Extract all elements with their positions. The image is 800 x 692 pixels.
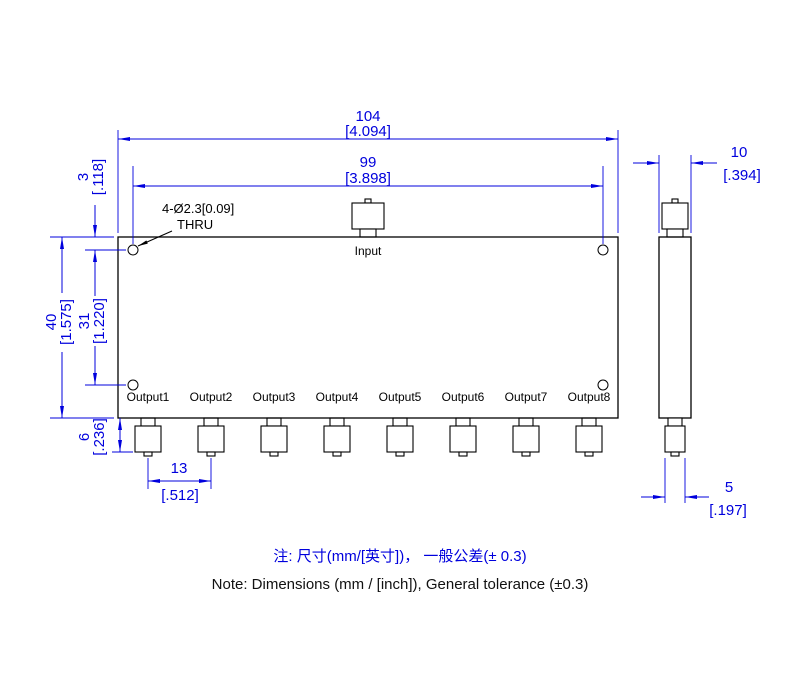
side-body: [658, 236, 692, 419]
output-label-3: Output3: [253, 390, 296, 404]
side-view: [658, 198, 692, 457]
front-body: [117, 236, 619, 419]
dim-hole-spacing-v: 31 [1.220]: [76, 250, 126, 386]
dim-body-thickness: 10 [.394]: [633, 144, 761, 233]
output-connector-5: [386, 417, 414, 457]
dim-text-inch: [.118]: [90, 159, 107, 195]
output-label-4: Output4: [316, 390, 359, 404]
output-labels: Output1 Output2 Output3 Output4 Output5 …: [127, 390, 611, 404]
mounting-hole-bottom-left: [127, 379, 139, 391]
dim-text-mm: 3: [75, 173, 92, 181]
output-connector-2: [197, 417, 225, 457]
output-label-2: Output2: [190, 390, 233, 404]
dim-text-mm: 31: [76, 313, 93, 330]
input-connector: [351, 198, 385, 238]
dim-connector-protrusion: 6 [.236]: [76, 418, 133, 456]
dim-text-inch: [.512]: [161, 487, 199, 504]
output-connector-8: [575, 417, 603, 457]
dim-connector-width: 5 [.197]: [641, 458, 747, 519]
dim-text-mm: 10: [731, 144, 748, 161]
output-connector-6: [449, 417, 477, 457]
hole-note-line1: 4-Ø2.3[0.09]: [162, 201, 234, 216]
dim-edge-to-hole: 3 [.118]: [50, 159, 126, 251]
note-english: Note: Dimensions (mm / [inch]), General …: [212, 576, 589, 593]
output-connectors: [134, 417, 603, 457]
dim-overall-height: 40 [1.575]: [43, 237, 114, 419]
dim-text-mm: 99: [360, 154, 377, 171]
input-label: Input: [355, 244, 382, 258]
front-view: Input Output1 Output2 Output3 Output4 Ou…: [117, 198, 619, 457]
dim-text-mm: 40: [43, 314, 60, 331]
output-label-7: Output7: [505, 390, 548, 404]
side-input-pin: [671, 198, 679, 204]
hole-note-line2: THRU: [177, 217, 213, 232]
mounting-hole-top-left: [127, 244, 139, 256]
leader-line: [137, 230, 173, 247]
output-connector-7: [512, 417, 540, 457]
dim-text-mm: 6: [76, 433, 93, 441]
dim-output-pitch: 13 [.512]: [147, 458, 212, 504]
output-label-5: Output5: [379, 390, 422, 404]
dim-text-inch: [.236]: [91, 418, 108, 456]
hole-callout: 4-Ø2.3[0.09] THRU: [137, 201, 234, 247]
mounting-hole-top-right: [597, 244, 609, 256]
side-input-collar: [666, 228, 684, 238]
dim-text-inch: [.394]: [723, 167, 761, 184]
dim-text-mm: 104: [355, 108, 380, 125]
output-label-6: Output6: [442, 390, 485, 404]
dim-text-inch: [1.220]: [91, 298, 108, 344]
dim-text-inch: [3.898]: [345, 170, 391, 187]
dim-text-mm: 5: [725, 479, 733, 496]
output-label-1: Output1: [127, 390, 170, 404]
dim-text-inch: [4.094]: [345, 123, 391, 140]
dim-text-inch: [.197]: [709, 502, 747, 519]
side-output-thread: [664, 425, 686, 453]
note-chinese: 注: 尺寸(mm/[英寸])， 一般公差(± 0.3): [273, 547, 526, 565]
dimensions: 104 [4.094] 99 [3.898] 3 [.118] 40 [1.57…: [43, 108, 761, 519]
output-label-8: Output8: [568, 390, 611, 404]
dim-text-inch: [1.575]: [58, 299, 75, 345]
dim-text-mm: 13: [171, 460, 188, 477]
output-connector-1: [134, 417, 162, 457]
side-output-pin: [670, 451, 680, 457]
side-output-collar: [667, 417, 683, 427]
mounting-hole-bottom-right: [597, 379, 609, 391]
output-connector-4: [323, 417, 351, 457]
dim-hole-spacing-h: 99 [3.898]: [132, 154, 604, 244]
output-connector-3: [260, 417, 288, 457]
side-input-thread: [661, 202, 689, 230]
dim-overall-width: 104 [4.094]: [117, 108, 619, 233]
